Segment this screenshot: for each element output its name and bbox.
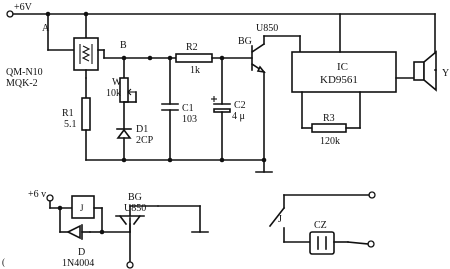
node-a-label: A <box>42 23 50 34</box>
c1-value: 103 <box>182 114 197 125</box>
socket-name: CZ <box>314 220 327 231</box>
d1-name: D1 <box>136 124 148 135</box>
c2-value: 4 μ <box>232 111 245 122</box>
relay-name: J <box>80 203 84 213</box>
speaker-name: Y <box>442 68 449 79</box>
resistor-r3 <box>301 91 361 133</box>
r2-value: 1k <box>190 65 200 76</box>
switch-socket-circuit <box>268 191 376 255</box>
resistor-r2 <box>149 53 253 63</box>
resistor-r1 <box>81 77 91 161</box>
bg-top-name: BG <box>238 36 252 47</box>
bg-top-part: U850 <box>256 23 278 34</box>
r3-name: R3 <box>323 113 335 124</box>
potentiometer-w <box>119 77 137 129</box>
bg-bottom-part: U850 <box>124 203 146 214</box>
sensor-model: MQK-2 <box>6 78 38 89</box>
gas-sensor <box>47 13 105 79</box>
r1-name: R1 <box>62 108 74 119</box>
ground-rail-top <box>85 157 273 173</box>
node-b-label: B <box>120 40 127 51</box>
d1-value: 2CP <box>136 135 154 146</box>
w-value: 10k <box>106 88 121 99</box>
capacitor-c1 <box>161 55 179 161</box>
switch-name: J <box>278 214 282 225</box>
r2-name: R2 <box>186 42 198 53</box>
supply-bottom-label: +6 v <box>28 189 46 200</box>
diode-name: D <box>78 247 85 258</box>
r3-value: 120k <box>320 136 340 147</box>
sensor-name: QM-N10 <box>6 67 43 78</box>
node-b-wiring <box>103 49 153 79</box>
transistor-bg-top <box>250 35 266 161</box>
diode-d1 <box>116 128 132 161</box>
c1-name: C1 <box>182 103 194 114</box>
bg-bottom-name: BG <box>128 192 142 203</box>
ic-part: KD9561 <box>320 74 358 86</box>
relay-driver-circuit <box>46 194 209 269</box>
speaker-icon <box>413 50 437 92</box>
diode-part: 1N4004 <box>62 258 94 269</box>
supply-rail-top <box>6 10 436 71</box>
capacitor-c2 <box>211 57 231 161</box>
w-name: W <box>112 77 122 88</box>
ic-kd9561 <box>263 13 436 93</box>
ic-name: IC <box>337 61 348 73</box>
corner-mark: ( <box>2 257 5 267</box>
r1-value: 5.1 <box>64 119 77 130</box>
c2-name: C2 <box>234 100 246 111</box>
supply-top-label: +6V <box>14 2 33 13</box>
